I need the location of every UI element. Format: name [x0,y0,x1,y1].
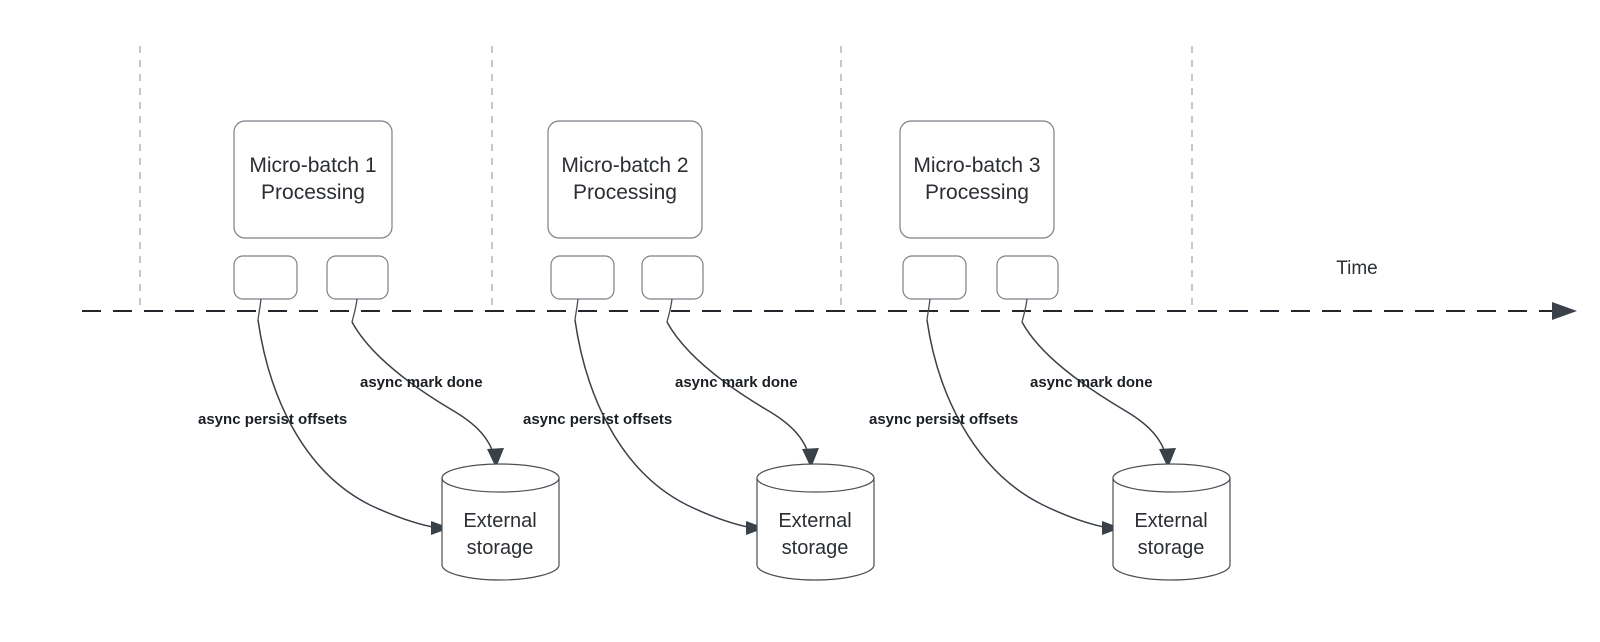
micro-batch-1-persist-arrowhead-icon [431,521,450,535]
micro-batch-3-markdone-label: async mark done [1030,374,1153,391]
micro-batch-3-markdone-arrowhead-icon [1159,448,1176,468]
micro-batch-1-box[interactable] [233,120,393,239]
micro-batch-3-label-line2: Processing [925,181,1029,204]
micro-batch-2-label-line1: Micro-batch 2 [561,154,688,177]
micro-batch-1-markdone-label: async mark done [360,374,483,391]
group-3: Micro-batch 3 Processing async persist o… [869,120,1231,581]
micro-batch-3-storage-label-line1: External [1134,510,1207,532]
micro-batch-1-stem-1 [257,298,262,321]
timeline-axis: Time [82,258,1577,320]
micro-batch-1-external-storage[interactable]: External storage [441,463,560,581]
micro-batch-1-storage-body [441,477,560,581]
micro-batch-3-storage-label-line2: storage [1138,537,1205,559]
micro-batch-1-task-box-2[interactable] [326,255,389,300]
micro-batch-2-stem-2 [666,298,673,323]
micro-batch-1-stem-2 [351,298,358,323]
micro-batch-1-persist-arrow [257,319,439,529]
micro-batch-3-stem-2 [1021,298,1028,323]
micro-batch-2-box[interactable] [547,120,703,239]
time-axis-label: Time [1336,258,1378,279]
micro-batch-1-label-line2: Processing [261,181,365,204]
micro-batch-2-task-box-1[interactable] [550,255,615,300]
micro-batch-2-persist-label: async persist offsets [523,411,672,428]
micro-batch-1-markdone-arrow [351,321,495,457]
micro-batch-1-storage-label-line1: External [463,510,536,532]
micro-batch-3-persist-arrow [926,319,1110,529]
micro-batch-2-markdone-arrow [666,321,810,457]
timeline-tick-group [139,46,1193,311]
micro-batch-1-persist-label: async persist offsets [198,411,347,428]
micro-batch-2-storage-body [756,477,875,581]
micro-batch-1-task-box-1[interactable] [233,255,298,300]
group-2: Micro-batch 2 Processing async persist o… [523,120,875,581]
micro-batch-2-markdone-arrowhead-icon [802,448,819,468]
micro-batch-2-external-storage[interactable]: External storage [756,463,875,581]
micro-batch-3-task-box-1[interactable] [902,255,967,300]
micro-batch-2-stem-1 [574,298,579,321]
micro-batch-3-storage-body [1112,477,1231,581]
micro-batch-2-storage-label-line1: External [778,510,851,532]
micro-batch-3-persist-label: async persist offsets [869,411,1018,428]
micro-batch-2-persist-arrowhead-icon [746,521,765,535]
micro-batch-2-storage-top [756,463,875,493]
micro-batch-2-markdone-label: async mark done [675,374,798,391]
micro-batch-2-task-box-2[interactable] [641,255,704,300]
micro-batch-3-markdone-arrow [1021,321,1167,457]
micro-batch-3-persist-arrowhead-icon [1102,521,1121,535]
micro-batch-1-label-line1: Micro-batch 1 [249,154,376,177]
group-1: Micro-batch 1 Processing async persist o… [198,120,560,581]
micro-batch-3-label-line1: Micro-batch 3 [913,154,1040,177]
micro-batch-2-storage-label-line2: storage [782,537,849,559]
micro-batch-2-label-line2: Processing [573,181,677,204]
micro-batch-3-external-storage[interactable]: External storage [1112,463,1231,581]
micro-batch-3-storage-top [1112,463,1231,493]
timeline-arrow-icon [1552,302,1577,320]
micro-batch-1-markdone-arrowhead-icon [487,448,504,468]
micro-batch-3-task-box-2[interactable] [996,255,1059,300]
micro-batch-2-persist-arrow [574,319,754,529]
micro-batch-3-box[interactable] [899,120,1055,239]
micro-batch-3-stem-1 [926,298,931,321]
micro-batch-1-storage-top [441,463,560,493]
micro-batch-1-storage-label-line2: storage [467,537,534,559]
